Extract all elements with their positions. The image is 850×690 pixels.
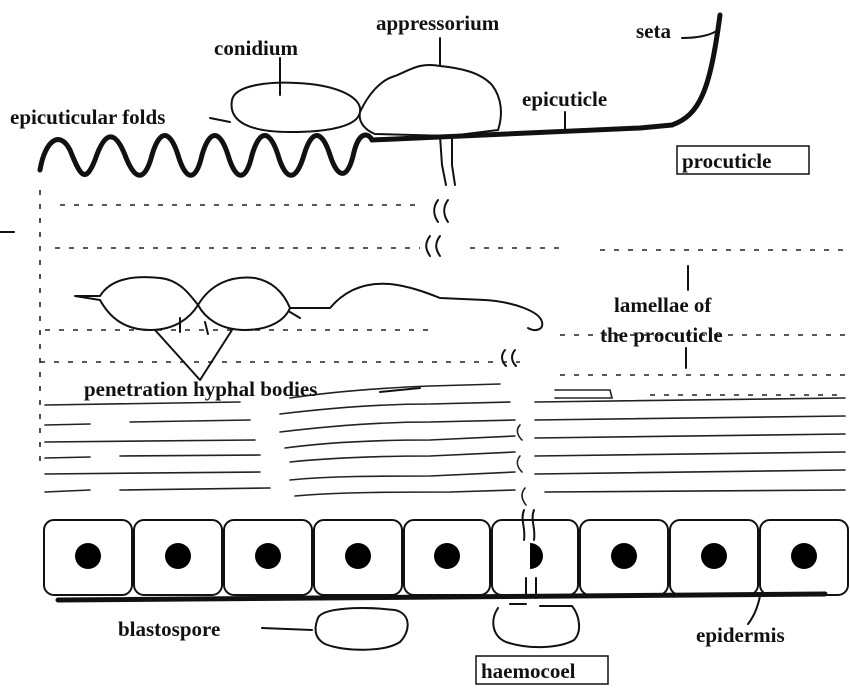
blastospore-shape-2 (493, 604, 579, 647)
nucleus (611, 543, 637, 569)
epicuticular-folds-label: epicuticular folds (10, 105, 165, 129)
peg-segment-1 (434, 200, 448, 222)
lamellae-label-line1: lamellae of (614, 293, 712, 317)
lamellae-label-line2: the procuticle (600, 323, 723, 347)
nucleus (434, 543, 460, 569)
peg-segment-2 (426, 236, 440, 256)
nucleus (791, 543, 817, 569)
hyphal-body-2 (198, 277, 290, 330)
blastospore-label: blastospore (118, 617, 220, 641)
epicuticular-folds-surface (40, 135, 372, 175)
procuticle-lamellae (45, 384, 845, 505)
penetration-hyphal-bodies-label: penetration hyphal bodies (84, 377, 317, 401)
haemocoel-label: haemocoel (481, 659, 576, 683)
procuticle-label: procuticle (682, 149, 771, 173)
penetration-peg (440, 136, 455, 185)
nucleus (701, 543, 727, 569)
nucleus (165, 543, 191, 569)
seta-label: seta (636, 19, 671, 43)
conidium-label: conidium (214, 36, 299, 60)
epidermis-label: epidermis (696, 623, 785, 647)
penetration-hyphal-bodies-group (75, 277, 542, 366)
peg-segment-3 (502, 350, 516, 366)
conidium-shape (232, 83, 361, 132)
nucleus (255, 543, 281, 569)
epidermis-cells (44, 520, 848, 595)
appressorium-label: appressorium (376, 11, 500, 35)
blastospore-shape (316, 608, 408, 650)
nucleus (75, 543, 101, 569)
epicuticle-label: epicuticle (522, 87, 607, 111)
nucleus (345, 543, 371, 569)
hyphal-body-3 (290, 284, 542, 330)
appressorium-shape (360, 65, 501, 136)
